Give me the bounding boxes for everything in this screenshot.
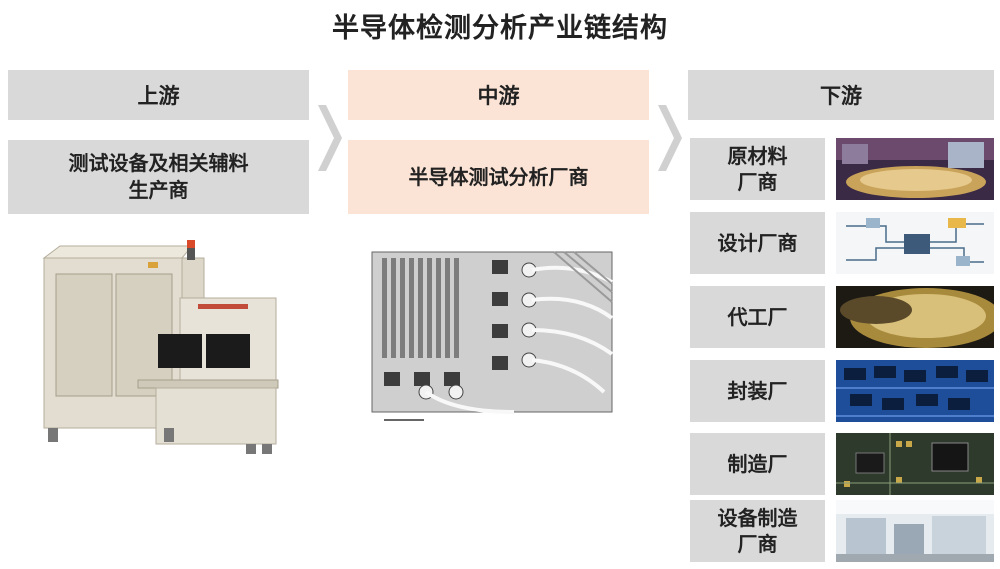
downstream-item-label: 原材料 bbox=[727, 144, 788, 168]
downstream-item-packaging: 封装厂 bbox=[690, 360, 825, 422]
downstream-header: 下游 bbox=[688, 70, 994, 120]
downstream-item-manufacturing: 制造厂 bbox=[690, 433, 825, 495]
midstream-box-label: 半导体测试分析厂商 bbox=[408, 164, 589, 189]
downstream-item-label: 设备制造 bbox=[717, 506, 798, 530]
upstream-box-line1: 测试设备及相关辅料 bbox=[68, 151, 249, 175]
test-equipment-image bbox=[30, 238, 290, 470]
downstream-item-label: 封装厂 bbox=[727, 379, 788, 403]
circuit-diagram-graphic bbox=[836, 212, 994, 274]
midstream-box: 半导体测试分析厂商 bbox=[348, 140, 649, 214]
arrow-right-icon bbox=[318, 105, 342, 171]
circuit-board-photo bbox=[836, 433, 994, 495]
downstream-item-equipment-makers: 设备制造 厂商 bbox=[690, 500, 825, 562]
arrow-right-icon bbox=[658, 105, 682, 171]
packaged-chips-photo bbox=[836, 360, 994, 422]
wafer-photo bbox=[836, 138, 994, 200]
foundry-wafer-photo bbox=[836, 286, 994, 348]
upstream-box-line2: 生产商 bbox=[128, 178, 189, 202]
downstream-item-foundry: 代工厂 bbox=[690, 286, 825, 348]
downstream-item-label: 设计厂商 bbox=[717, 231, 798, 255]
downstream-item-label: 厂商 bbox=[737, 170, 778, 194]
page-title: 半导体检测分析产业链结构 bbox=[332, 13, 668, 44]
midstream-header: 中游 bbox=[348, 70, 649, 120]
downstream-item-raw-materials: 原材料 厂商 bbox=[690, 138, 825, 200]
upstream-header: 上游 bbox=[8, 70, 309, 120]
downstream-item-label: 厂商 bbox=[737, 532, 778, 556]
sem-micrograph-image bbox=[364, 242, 626, 428]
downstream-item-design: 设计厂商 bbox=[690, 212, 825, 274]
downstream-item-label: 制造厂 bbox=[727, 452, 788, 476]
equipment-cleanroom-photo bbox=[836, 500, 994, 562]
downstream-item-label: 代工厂 bbox=[727, 305, 788, 329]
upstream-box: 测试设备及相关辅料 生产商 bbox=[8, 140, 309, 214]
